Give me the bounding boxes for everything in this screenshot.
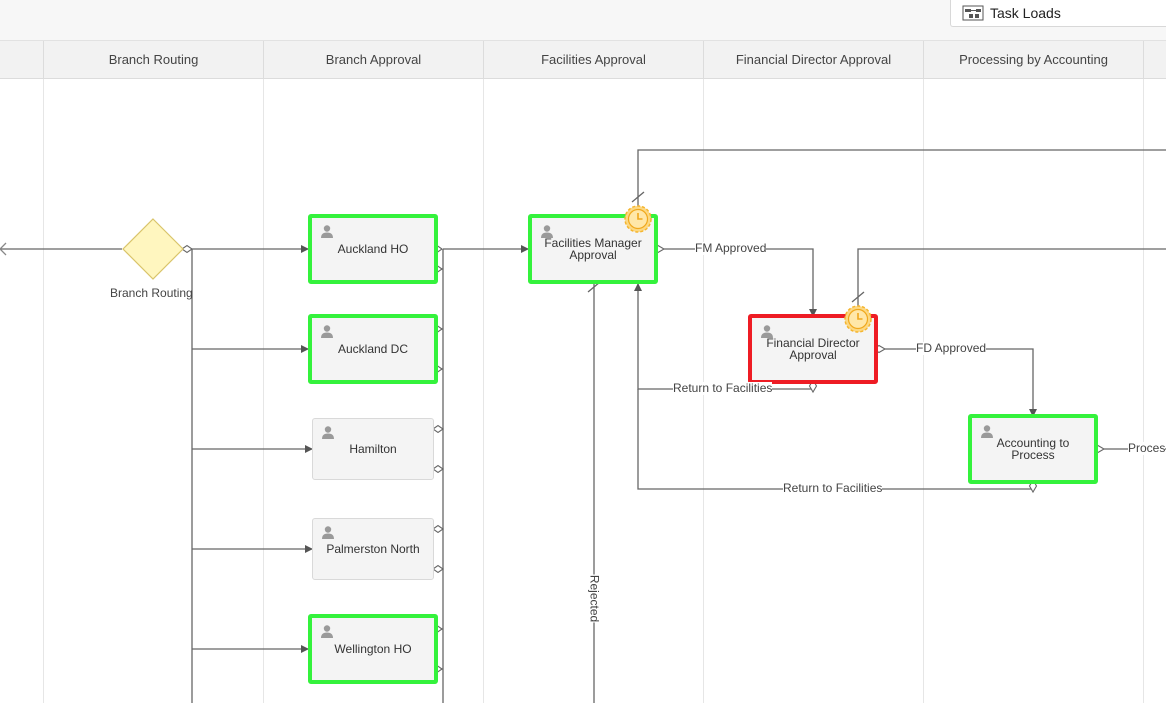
- lane-header-branch-routing[interactable]: Branch Routing: [44, 41, 264, 79]
- task-wellington-ho[interactable]: Wellington HO: [308, 614, 438, 684]
- task-auckland-ho[interactable]: Auckland HO: [308, 214, 438, 284]
- connector-label-return-to-facilities[interactable]: Return to Facilities: [673, 381, 773, 395]
- timer-icon[interactable]: [843, 304, 873, 334]
- user-icon: [981, 425, 993, 438]
- task-label: Wellington HO: [334, 642, 412, 656]
- connector-label-fd-approved[interactable]: FD Approved: [916, 341, 987, 355]
- connector-label-return-to-facilities[interactable]: Return to Facilities: [783, 481, 883, 495]
- task-facilities-manager-approval[interactable]: Facilities Manager Approval: [528, 214, 658, 284]
- task-loads-icon: [962, 5, 984, 21]
- user-icon: [322, 426, 334, 439]
- user-icon: [321, 625, 333, 638]
- task-hamilton[interactable]: Hamilton: [312, 418, 434, 480]
- task-label: Facilities Manager Approval: [544, 236, 642, 262]
- lane-header-processing-by-accounting[interactable]: Processing by Accounting: [924, 41, 1144, 79]
- user-icon: [761, 325, 773, 338]
- user-icon: [541, 225, 553, 238]
- lane-divider: [923, 79, 924, 703]
- lane-header-next: [1144, 41, 1166, 79]
- task-accounting-to-process[interactable]: Accounting to Process: [968, 414, 1098, 484]
- task-label: Financial Director Approval: [766, 336, 860, 362]
- user-icon: [322, 526, 334, 539]
- lane-header-start: [0, 41, 44, 79]
- task-label: Auckland HO: [337, 242, 409, 256]
- connector-label-process[interactable]: Proces: [1128, 441, 1166, 455]
- task-palmerston-north[interactable]: Palmerston North: [312, 518, 434, 580]
- lane-divider: [483, 79, 484, 703]
- lane-header-facilities-approval[interactable]: Facilities Approval: [484, 41, 704, 79]
- task-label: Hamilton: [349, 442, 397, 456]
- lane-header-financial-director-approval[interactable]: Financial Director Approval: [704, 41, 924, 79]
- connector-label-fm-approved[interactable]: FM Approved: [695, 241, 767, 255]
- task-auckland-dc[interactable]: Auckland DC: [308, 314, 438, 384]
- connector-label-rejected[interactable]: Rejected: [587, 574, 602, 623]
- lane-divider: [1143, 79, 1144, 703]
- task-loads-label: Task Loads: [990, 5, 1061, 21]
- task-label: Palmerston North: [326, 542, 420, 556]
- user-icon: [321, 225, 333, 238]
- task-label: Accounting to Process: [996, 436, 1070, 462]
- task-loads-button[interactable]: Task Loads: [950, 0, 1166, 27]
- task-label: Auckland DC: [337, 342, 409, 356]
- user-icon: [321, 325, 333, 338]
- gateway-label: Branch Routing: [110, 286, 193, 300]
- timer-icon[interactable]: [623, 204, 653, 234]
- lane-divider: [43, 79, 44, 703]
- gateway-diamond: [122, 218, 184, 280]
- lane-divider: [263, 79, 264, 703]
- lane-header-branch-approval[interactable]: Branch Approval: [264, 41, 484, 79]
